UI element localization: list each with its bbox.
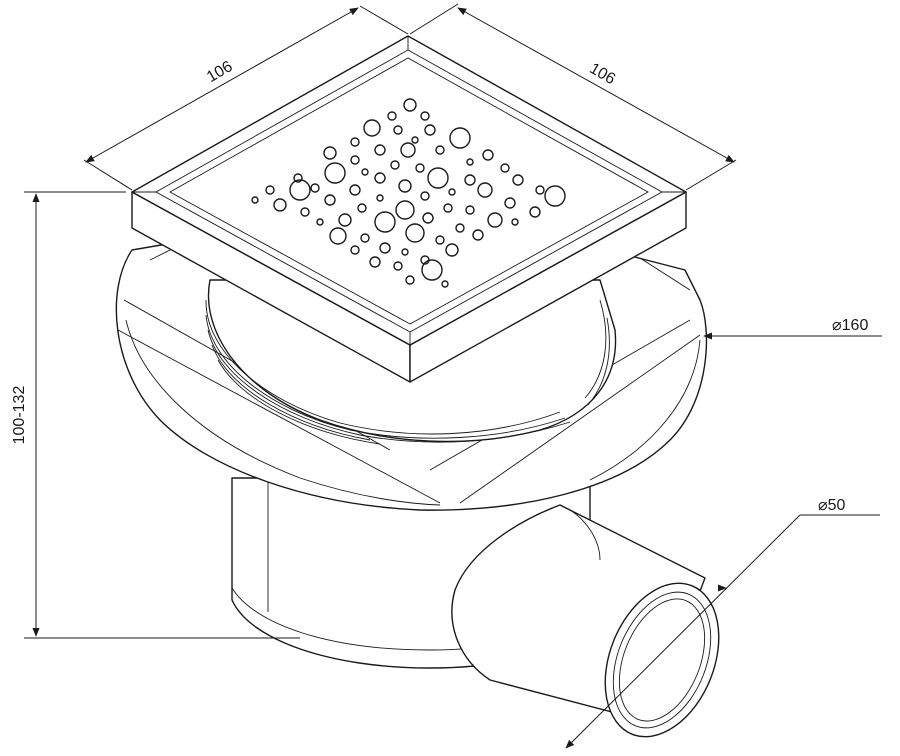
body-diameter-label: ⌀160 [832,317,868,334]
grate-side-right-label: 106 [586,60,618,88]
dimension-outlet-diameter: ⌀50 [565,497,880,749]
dimension-body-diameter: ⌀160 [703,317,882,340]
outlet-diameter-value: 50 [828,497,846,514]
grate-side-left-label: 106 [204,58,236,86]
diameter-symbol: ⌀ [818,497,828,514]
body-diameter-value: 160 [842,317,869,334]
outlet-pipe [451,504,720,738]
height-range-label: 100-132 [11,386,28,445]
dimension-height: 100-132 [11,191,300,639]
diameter-symbol: ⌀ [832,317,842,334]
outlet-diameter-label: ⌀50 [818,497,846,514]
